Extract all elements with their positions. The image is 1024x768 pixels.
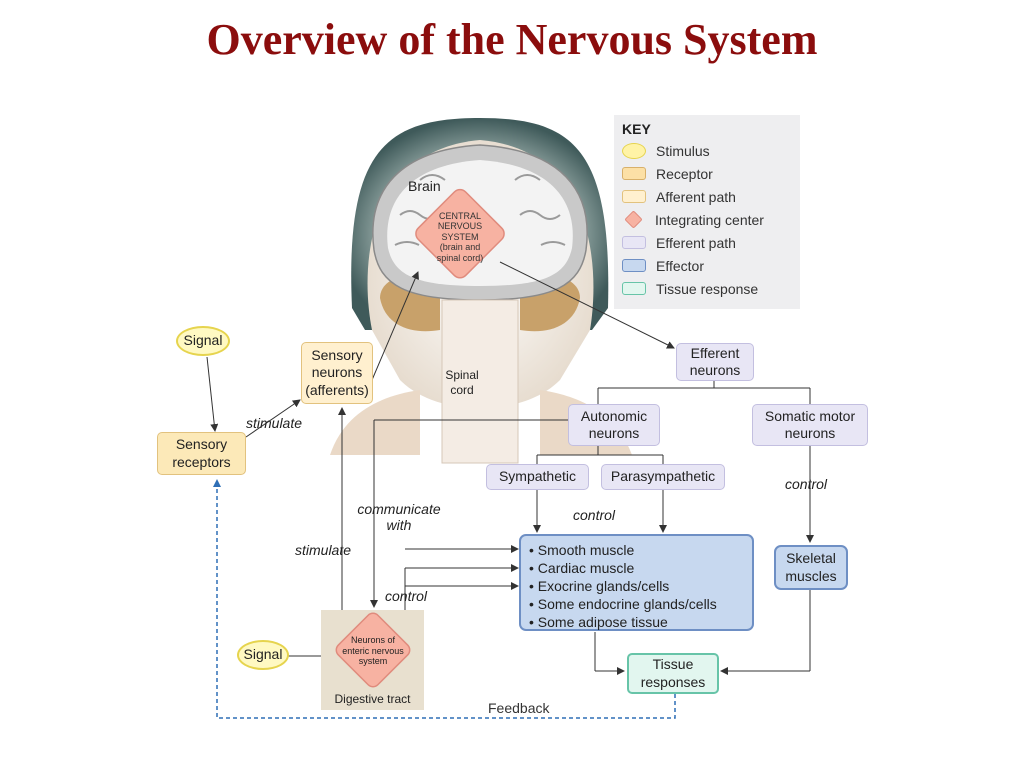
stimulate-label-2: stimulate — [295, 542, 352, 558]
key-item-afferent-path: Afferent path — [622, 185, 792, 208]
autonomic-neurons-box: Autonomic neurons — [568, 404, 660, 446]
effector-item: Some endocrine glands/cells — [529, 595, 717, 613]
signal-top: Signal — [176, 326, 230, 356]
key-item-label: Receptor — [656, 165, 713, 182]
stimulate-label-1: stimulate — [246, 415, 303, 431]
key-item-effector: Effector — [622, 254, 792, 277]
key-item-label: Tissue response — [656, 280, 759, 297]
enteric-label: Neurons of enteric nervous system — [342, 634, 404, 667]
effector-item: Some adipose tissue — [529, 613, 717, 631]
brain-label: Brain — [408, 178, 441, 194]
control-enteric-label: control — [385, 588, 428, 604]
key-item-label: Integrating center — [655, 211, 764, 228]
key-swatch-oval — [622, 142, 646, 159]
efferent-neurons-box: Efferent neurons — [676, 343, 754, 381]
key-heading: KEY — [622, 121, 651, 137]
key-item-label: Stimulus — [656, 142, 710, 159]
sensory-receptors-box: Sensory receptors — [157, 432, 246, 475]
key-item-label: Efferent path — [656, 234, 736, 251]
page-title: Overview of the Nervous System — [206, 15, 818, 64]
skeletal-muscles-box: Skeletal muscles — [774, 545, 848, 590]
key-swatch-rect — [622, 167, 646, 180]
key-swatch-rect — [622, 259, 646, 272]
cns-label: CENTRAL NERVOUS SYSTEM (brain and spinal… — [436, 211, 484, 263]
effectors-box: Smooth muscle Cardiac muscle Exocrine gl… — [519, 534, 754, 631]
key-item-tissue-response: Tissue response — [622, 277, 792, 300]
key-item-efferent-path: Efferent path — [622, 231, 792, 254]
tissue-responses-box: Tissue responses — [627, 653, 719, 694]
key-swatch-rect — [622, 236, 646, 249]
control-somatic-label: control — [785, 476, 828, 492]
signal-bottom: Signal — [237, 640, 289, 670]
key-item-label: Afferent path — [656, 188, 736, 205]
spinal-cord-label: Spinal cord — [445, 368, 479, 397]
sensory-neurons-box: Sensory neurons (afferents) — [301, 342, 373, 404]
feedback-label: Feedback — [488, 700, 550, 716]
parasympathetic-box: Parasympathetic — [601, 464, 725, 490]
somatic-motor-neurons-box: Somatic motor neurons — [752, 404, 868, 446]
effector-item: Exocrine glands/cells — [529, 577, 717, 595]
key-swatch-diamond — [624, 210, 643, 229]
effector-item: Cardiac muscle — [529, 559, 717, 577]
key-item-label: Effector — [656, 257, 704, 274]
enteric-integrating-center — [335, 612, 411, 688]
digestive-tract-label: Digestive tract — [334, 692, 411, 706]
cns-integrating-center — [415, 188, 505, 279]
effector-item: Smooth muscle — [529, 541, 717, 559]
key-swatch-rect — [622, 190, 646, 203]
control-autonomic-label: control — [573, 507, 616, 523]
key-item-receptor: Receptor — [622, 162, 792, 185]
key-item-integrating-center: Integrating center — [622, 208, 792, 231]
sympathetic-box: Sympathetic — [486, 464, 589, 490]
communicate-with-label: communicate with — [357, 501, 441, 533]
key-item-stimulus: Stimulus — [622, 139, 792, 162]
key-swatch-rect — [622, 282, 646, 295]
